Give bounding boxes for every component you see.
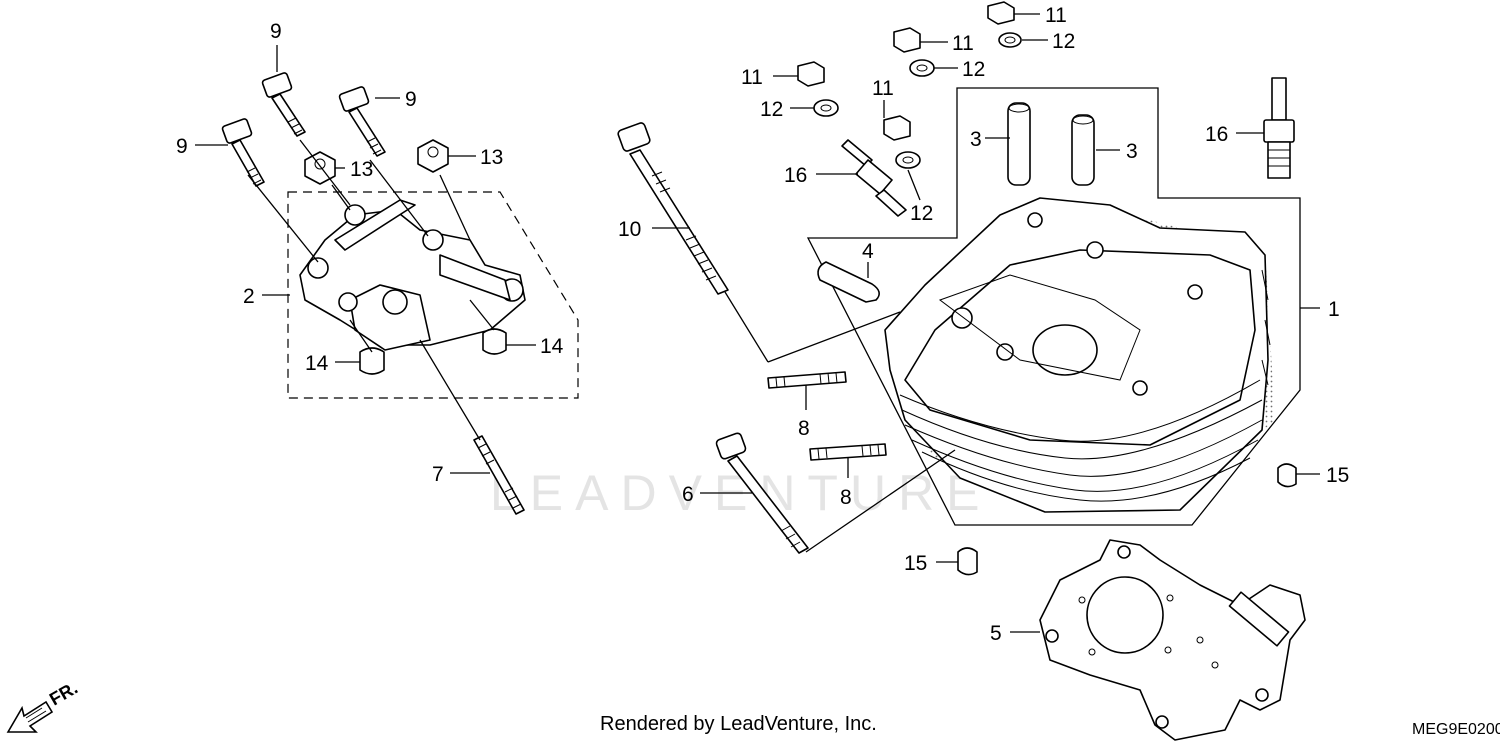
cap-nut-11-d — [883, 115, 911, 141]
spark-plug-16-a — [841, 139, 907, 217]
valve-guide-3-b — [1071, 114, 1095, 186]
cap-nut-11-b — [893, 27, 921, 53]
dowel-pin-14-a — [359, 347, 385, 375]
bolt-10 — [617, 122, 729, 295]
render-credit: Rendered by LeadVenture, Inc. — [600, 713, 877, 735]
callout-10: 10 — [618, 218, 641, 241]
dowel-4 — [817, 261, 880, 303]
callout-3-a: 3 — [970, 128, 982, 151]
callout-16-a: 16 — [784, 164, 807, 187]
callout-16-b: 16 — [1205, 123, 1228, 146]
cap-nut-11-a — [987, 1, 1015, 25]
dowel-pin-14-b — [482, 328, 507, 355]
head-assembly-outline — [806, 87, 1301, 526]
stud-bolt-8-a — [767, 371, 847, 389]
cylinder-head-gasket — [1039, 539, 1306, 741]
callout-15-a: 15 — [1326, 464, 1349, 487]
front-label: FR. — [46, 678, 81, 710]
callout-12-a: 12 — [1052, 30, 1075, 53]
callout-6: 6 — [682, 483, 694, 506]
callout-11-a: 11 — [1045, 4, 1067, 27]
nut-13-b — [417, 139, 449, 173]
cylinder-head — [884, 197, 1275, 513]
dowel-pin-15-a — [1277, 463, 1297, 488]
rocker-arm-holder — [299, 199, 526, 351]
valve-guide-3-a — [1007, 102, 1031, 186]
spark-plug-16-b — [1263, 77, 1295, 179]
callout-1: 1 — [1328, 298, 1340, 321]
callout-11-b: 11 — [952, 32, 974, 55]
washer-12-a — [998, 32, 1022, 48]
washer-12-c — [813, 99, 839, 117]
callout-9-a: 9 — [270, 20, 282, 43]
callout-8-a: 8 — [798, 417, 810, 440]
washer-12-b — [909, 59, 935, 77]
front-direction-arrow: FR. — [6, 678, 81, 733]
callout-7: 7 — [432, 463, 444, 486]
callout-14-b: 14 — [540, 335, 564, 358]
stud-bolt-7 — [473, 435, 525, 515]
callout-9-c: 9 — [405, 88, 417, 111]
callout-12-c: 12 — [760, 98, 783, 121]
washer-12-d — [895, 151, 921, 169]
dowel-pin-15-b — [957, 547, 978, 576]
callout-12-d: 12 — [910, 202, 933, 225]
drawing-code: MEG9E0200 — [1412, 721, 1500, 738]
callout-4: 4 — [862, 240, 874, 263]
bolt-6 — [715, 432, 809, 554]
leader-lines — [195, 13, 1320, 633]
bolt-9-c — [338, 86, 386, 157]
callout-labels: 1 2 3 3 4 5 6 7 8 8 9 9 9 10 11 11 11 11… — [176, 4, 1349, 645]
callout-2: 2 — [243, 285, 255, 308]
stud-bolt-8-b — [809, 443, 887, 461]
callout-12-b: 12 — [962, 58, 985, 81]
callout-9-b: 9 — [176, 135, 188, 158]
callout-11-c: 11 — [741, 66, 763, 89]
callout-3-b: 3 — [1126, 140, 1138, 163]
callout-11-d: 11 — [872, 77, 894, 100]
bolt-9-a — [221, 118, 265, 187]
cap-nut-11-c — [797, 61, 825, 87]
callout-5: 5 — [990, 622, 1002, 645]
callout-8-b: 8 — [840, 486, 852, 509]
bolt-9-b — [261, 72, 306, 137]
callout-13-b: 13 — [480, 146, 503, 169]
callout-13-a: 13 — [350, 158, 373, 181]
callout-14-a: 14 — [305, 352, 329, 375]
callout-15-b: 15 — [904, 552, 927, 575]
